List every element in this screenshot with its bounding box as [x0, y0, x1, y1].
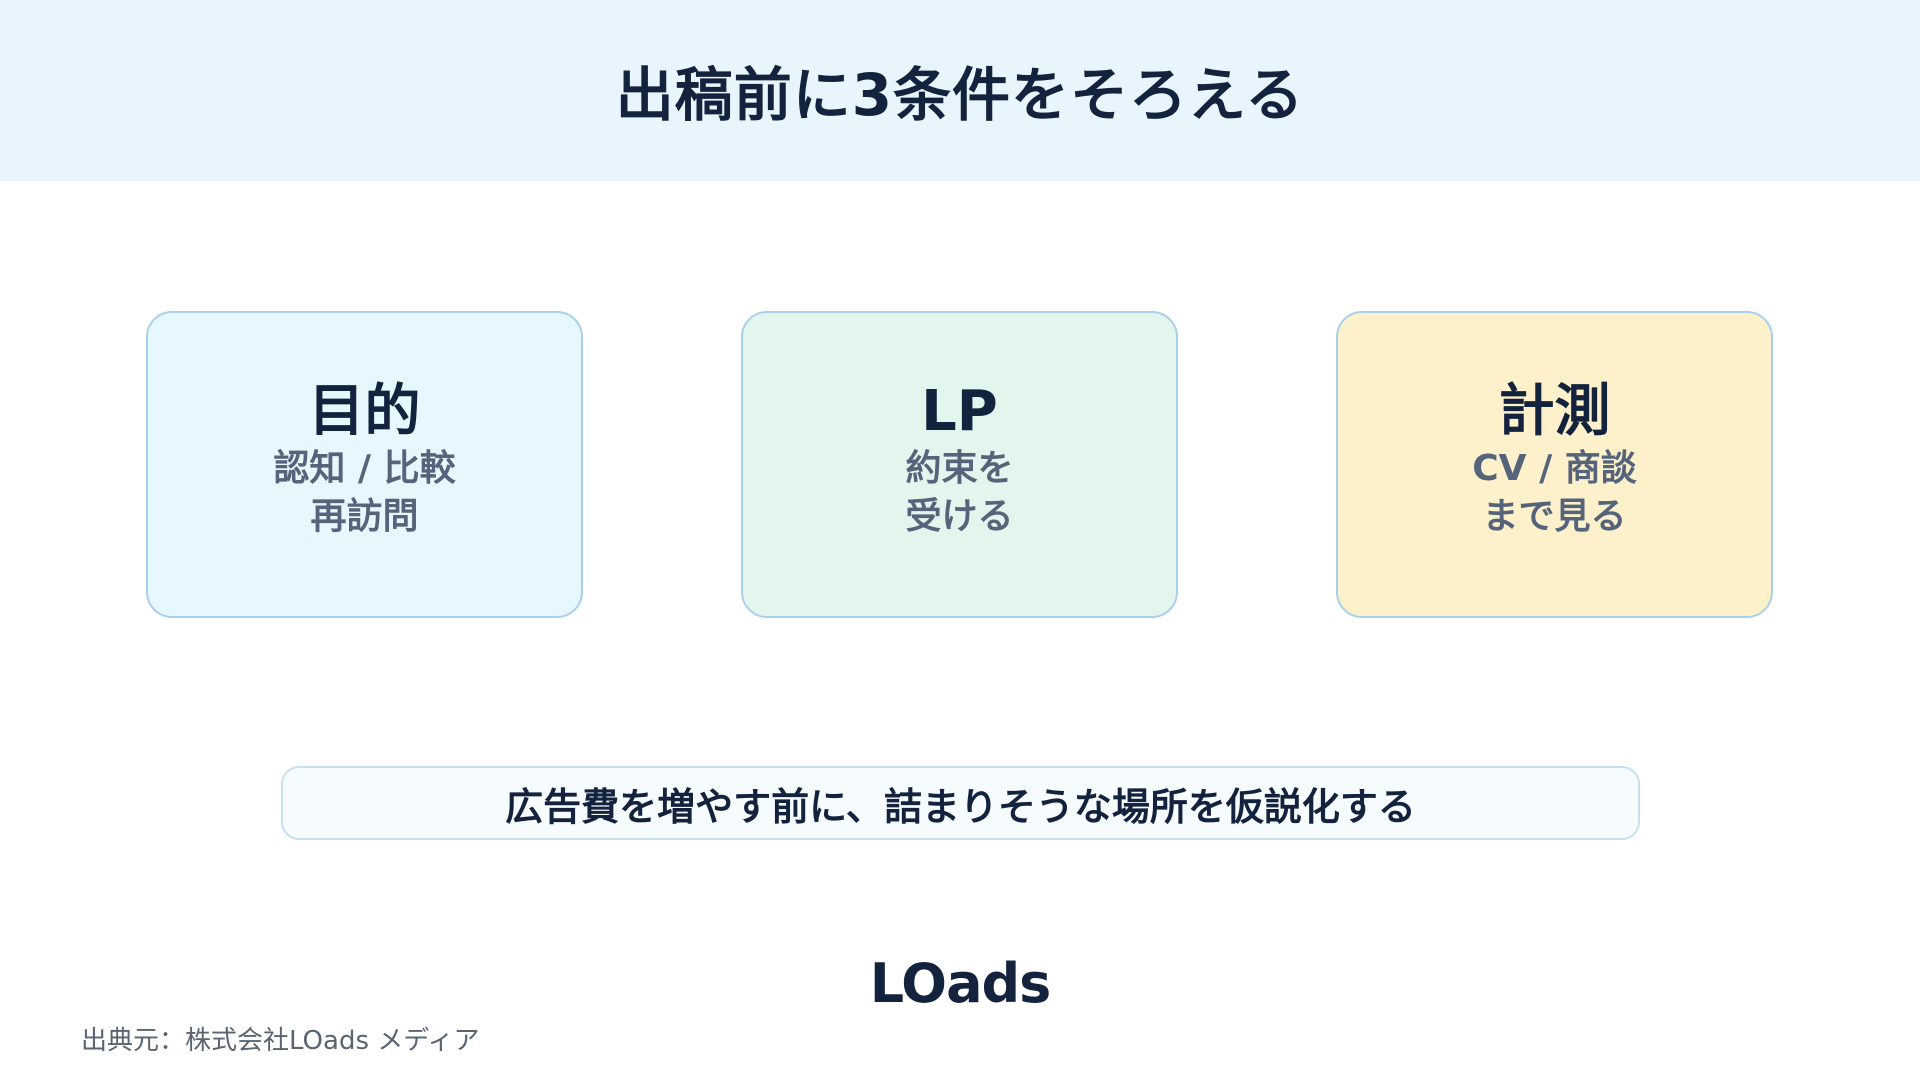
- card-subtitle-line: 再訪問: [310, 496, 419, 538]
- card-title: 目的: [308, 379, 421, 445]
- source-credit: 出典元：株式会社LOads メディア: [81, 1026, 480, 1056]
- card-subtitle-line: CV / 商談: [1472, 447, 1637, 489]
- brand-logo: LOads: [869, 952, 1052, 1015]
- card-subtitle: 認知 / 比較 再訪問: [273, 445, 455, 542]
- card-title: LP: [921, 379, 998, 445]
- card-lp: LP 約束を 受ける: [741, 311, 1178, 618]
- banner-text: 広告費を増やす前に、詰まりそうな場所を仮説化する: [505, 784, 1416, 829]
- card-subtitle-line: まで見る: [1482, 496, 1627, 538]
- card-subtitle-line: 約束を: [905, 447, 1014, 489]
- card-subtitle: 約束を 受ける: [905, 445, 1013, 542]
- card-purpose: 目的 認知 / 比較 再訪問: [146, 311, 583, 618]
- header-band: 出稿前に3条件をそろえる: [0, 0, 1920, 181]
- card-subtitle-line: 受ける: [905, 496, 1014, 538]
- summary-banner: 広告費を増やす前に、詰まりそうな場所を仮説化する: [281, 766, 1640, 840]
- card-measurement: 計測 CV / 商談 まで見る: [1336, 311, 1773, 618]
- page-title: 出稿前に3条件をそろえる: [615, 60, 1305, 129]
- card-subtitle: CV / 商談 まで見る: [1472, 445, 1637, 542]
- card-subtitle-line: 認知 / 比較: [273, 447, 456, 489]
- card-title: 計測: [1498, 379, 1611, 445]
